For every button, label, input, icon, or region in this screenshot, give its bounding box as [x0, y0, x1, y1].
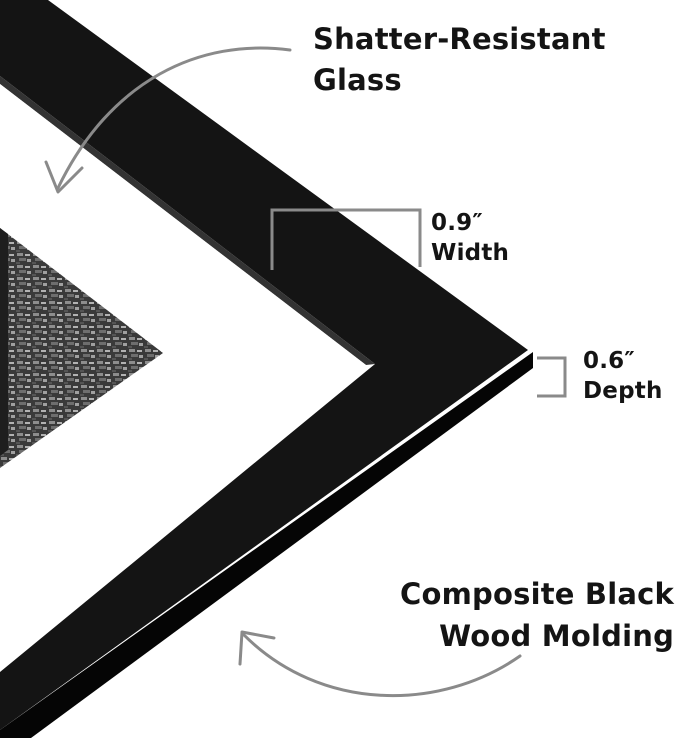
- curved-arrow-icon: [241, 632, 522, 698]
- framed-photo: [0, 228, 163, 468]
- molding-callout-line-2: Wood Molding: [439, 619, 675, 653]
- molding-callout-line-1: Composite Black: [400, 577, 675, 611]
- depth-label: Depth: [583, 378, 663, 404]
- frame-molding: [0, 0, 528, 730]
- width-value: 0.9″: [431, 210, 483, 236]
- dimension-bracket-icon: [270, 208, 422, 270]
- photo-mat: [0, 84, 366, 664]
- dimension-bracket-icon: [537, 356, 567, 398]
- depth-callout: 0.6″ Depth: [583, 346, 663, 406]
- depth-value: 0.6″: [583, 348, 635, 374]
- curved-arrow-icon: [56, 46, 292, 190]
- glass-callout-line-2: Glass: [313, 63, 402, 97]
- frame-side: [0, 352, 533, 738]
- curved-arrow-head: [44, 160, 84, 194]
- width-label: Width: [431, 240, 510, 266]
- width-callout: 0.9″ Width: [431, 208, 509, 268]
- frame-inner-bevel: [0, 76, 375, 365]
- glass-callout: Shatter-Resistant Glass: [313, 19, 606, 101]
- framed-photo-shadow: [0, 228, 8, 456]
- glass-callout-line-1: Shatter-Resistant: [313, 22, 606, 56]
- curved-arrow-head: [238, 630, 276, 666]
- molding-callout: Composite Black Wood Molding: [400, 573, 674, 657]
